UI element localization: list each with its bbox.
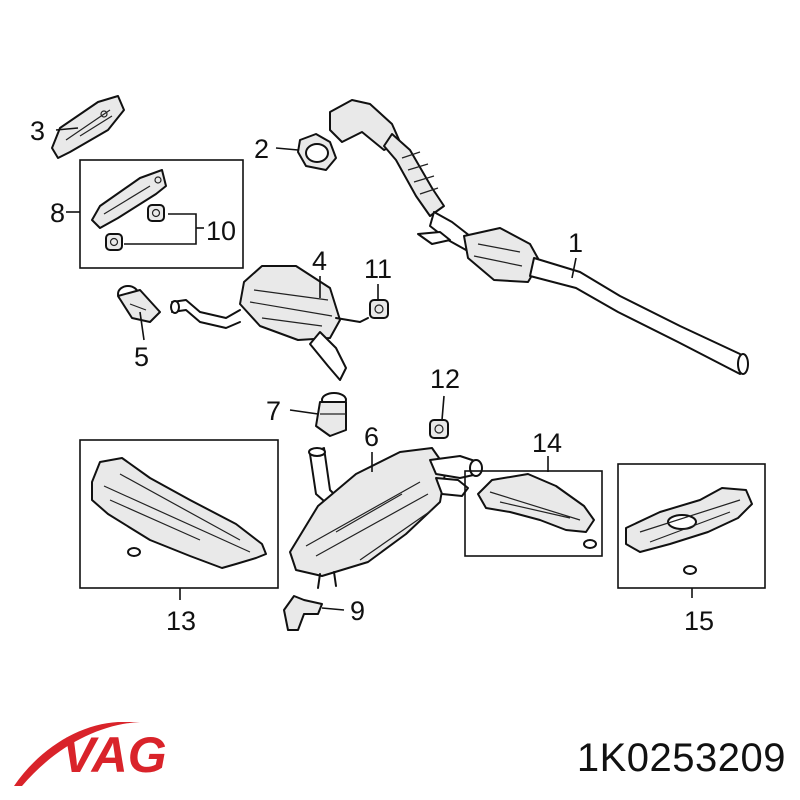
box-part-13	[79, 439, 279, 589]
part-number: 1K0253209	[576, 736, 786, 780]
callout-7: 7	[266, 396, 281, 426]
leader-lines	[55, 127, 693, 611]
callout-5: 5	[134, 342, 149, 372]
part-1-front-pipe-catalytic-converter	[329, 99, 749, 375]
box-part-14	[464, 470, 603, 557]
callout-15: 15	[684, 606, 714, 636]
callout-14: 14	[532, 428, 562, 458]
callout-1: 1	[568, 228, 583, 258]
part-4-center-muffler	[170, 265, 369, 381]
part-6-rear-muffler	[289, 447, 483, 589]
callout-3: 3	[30, 116, 45, 146]
callout-8: 8	[50, 198, 65, 228]
part-5-pipe-clamp	[117, 285, 161, 323]
callout-6: 6	[364, 422, 379, 452]
callout-13: 13	[166, 606, 196, 636]
callout-11: 11	[364, 254, 392, 284]
part-12-rubber-mount	[429, 419, 449, 439]
part-8-hanger-bracket	[91, 169, 167, 229]
part-9-bracket	[283, 595, 323, 631]
box-parts-8-10	[79, 159, 244, 269]
part-7-pipe-clamp	[315, 392, 347, 437]
part-15-heat-shield	[625, 487, 753, 575]
part-10-rubber-mounts	[105, 204, 165, 251]
part-3-bracket	[51, 95, 125, 159]
callout-9: 9	[350, 596, 365, 626]
part-11-rubber-mount	[369, 299, 389, 319]
part-2-gasket	[297, 133, 337, 171]
callout-labels: 3 2 8 10 1 4 11 5 7 12 6 14 13 9 15	[30, 116, 714, 636]
callout-2: 2	[254, 134, 269, 164]
callout-10: 10	[206, 216, 236, 246]
callout-12: 12	[430, 364, 460, 394]
vag-logo: VAG	[14, 722, 167, 786]
brand-logo-text: VAG	[62, 727, 167, 783]
part-13-heat-shield	[91, 457, 267, 569]
part-14-heat-shield	[477, 473, 597, 549]
callout-4: 4	[312, 246, 327, 276]
